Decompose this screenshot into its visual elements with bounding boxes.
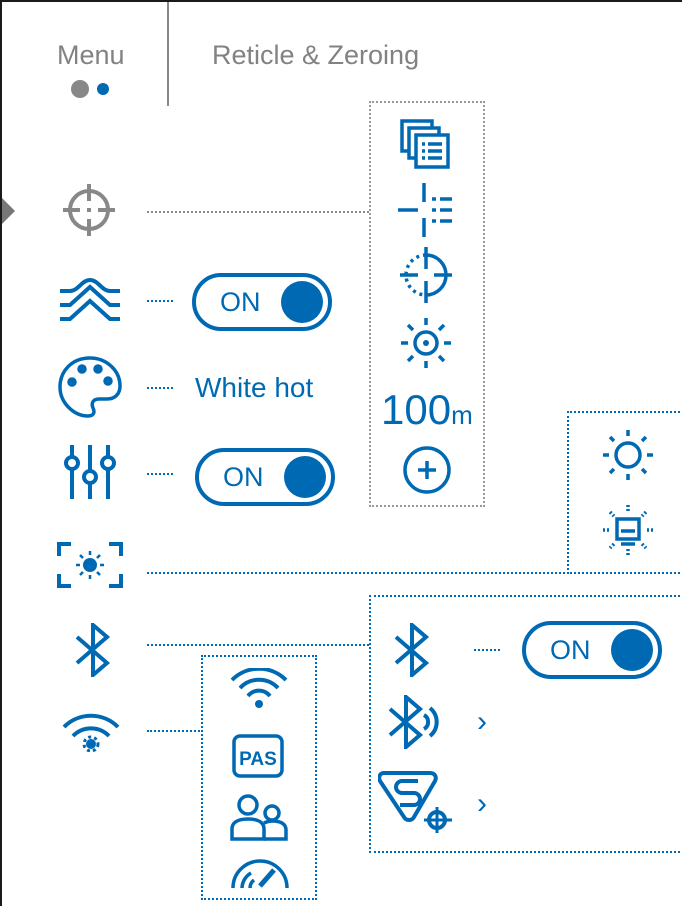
toggle-label: ON [550,634,591,665]
reticle-color-icon[interactable] [398,247,454,303]
access-level-users-icon[interactable] [230,793,288,841]
image-settings-toggle[interactable]: ON [195,448,335,506]
zeroing-distance[interactable]: 100m [381,386,473,434]
zeroing-distance-unit: m [451,400,473,430]
color-palette-icon[interactable] [58,355,122,419]
connector-line [147,473,173,475]
reticle-list-icon[interactable] [400,119,452,171]
connector-line [147,730,203,732]
add-distance-icon[interactable] [402,445,452,495]
palette-value[interactable]: White hot [195,372,314,403]
toggle-knob [611,629,653,671]
chevron-right-icon[interactable]: › [477,705,487,738]
wifi-settings-icon[interactable] [61,712,121,752]
contrast-display-icon[interactable] [601,503,655,557]
reticle-submenu [369,101,485,507]
bluetooth-toggle[interactable]: ON [522,621,662,679]
reticle-type-icon[interactable] [398,183,454,237]
stream-vision-ballistics-icon[interactable] [378,771,454,833]
connector-line [474,649,500,651]
toggle-knob [284,456,326,498]
header-divider [167,2,169,106]
toggle-label: ON [220,286,261,317]
connector-line [147,211,369,213]
password-icon[interactable]: PAS [232,734,284,778]
wifi-submenu [201,655,317,900]
selection-arrow-icon [2,198,15,224]
wifi-icon[interactable] [230,668,288,708]
svg-text:PAS: PAS [239,749,277,770]
reticle-brightness-icon[interactable] [399,316,453,370]
connector-line [147,644,369,646]
display-brightness-icon[interactable] [57,540,123,590]
toggle-label: ON [223,461,264,492]
speedometer-icon[interactable] [230,854,290,890]
zeroing-distance-value: 100 [381,386,452,433]
reticle-crosshair-icon[interactable] [62,183,116,237]
image-settings-sliders-icon[interactable] [62,445,118,499]
page-indicator-dot-active [97,83,109,95]
bluetooth-icon[interactable] [75,623,111,677]
page-title: Reticle & Zeroing [212,40,420,70]
connector-line [147,300,173,302]
page-indicator-dot [71,80,89,98]
bluetooth-audio-icon[interactable] [388,695,440,749]
smoothing-waves-icon[interactable] [60,277,120,323]
bluetooth-submenu [369,595,682,853]
brightness-sun-icon[interactable] [601,428,655,482]
toggle-knob [281,281,323,323]
bluetooth-icon[interactable] [394,623,430,677]
connector-line [147,572,569,574]
brightness-submenu [567,411,682,574]
smoothing-toggle[interactable]: ON [192,273,332,331]
menu-label: Menu [57,40,125,70]
connector-line [147,387,173,389]
chevron-right-icon[interactable]: › [477,787,487,820]
